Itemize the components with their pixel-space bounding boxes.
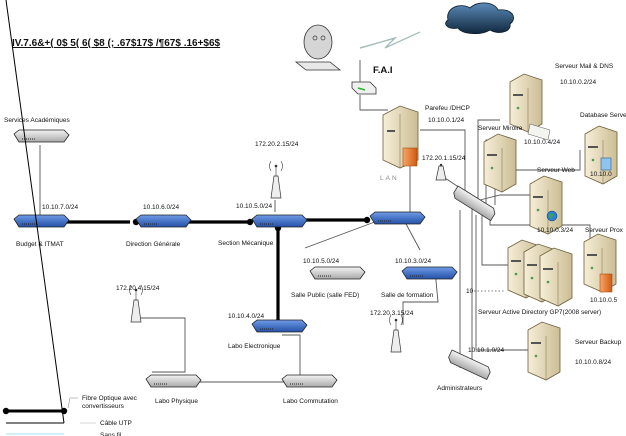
switch-name-commutation: Labo Commutation [283,398,338,405]
switch-physique[interactable] [145,374,202,388]
wifi-ap-ap-physique[interactable] [129,284,143,323]
wifi-signal-icon [134,288,138,292]
legend: Fibre Optique avec convertisseurs Câble … [2,0,138,436]
switch-ip-direction: 10.10.6.0/24 [143,204,180,211]
modem-icon [351,81,377,95]
internet-cloud-icon [445,2,514,34]
server-ip-mirror: 10.10.0.4/24 [524,139,561,146]
wifi-ap-ip: 172.20.2.15/24 [255,141,299,148]
server-ip-mail: 10.10.0.2/24 [560,79,597,86]
server-name-mirror: Serveur Miroire [478,125,523,132]
switch-ip-salle-public: 10.10.5.0/24 [303,258,340,265]
ad-server-unit[interactable] [539,247,573,307]
switch-budget[interactable] [13,214,70,228]
switch-lan-core[interactable] [369,211,426,225]
admin-switch[interactable] [447,349,492,381]
server-name-mail: Serveur Mail & DNS [555,63,614,70]
switch-mecanique[interactable] [251,214,308,228]
switch-name-physique: Labo Physique [155,398,198,405]
database-icon [600,157,612,171]
switch-ip-formation: 10.10.3.0/24 [395,258,432,265]
switch-name-direction: Direction Générale [126,241,181,248]
switch-name-formation: Salle de formation [381,292,434,299]
switch-ip-electronique: 10.10.4.0/24 [228,313,265,320]
legend-wifi: Sans fil [100,432,122,436]
server-proxy[interactable] [583,233,617,293]
switch-ip-mecanique: 10.10.5.0/24 [236,203,273,210]
server-ip-web: 10.10.0.3/24 [537,227,574,234]
mail-icon [527,123,551,141]
switch-name-electronique: Labo Electronique [228,343,281,350]
wifi-ap-ap-mecanique[interactable] [269,160,283,199]
wifi-ap-icon [435,163,447,181]
switch-commutation[interactable] [281,374,338,388]
firewall-ip: 10.10.0.1/24 [428,117,465,124]
server-database[interactable] [584,125,618,185]
wifi-ap-ip: 172.20.3.15/24 [370,310,414,317]
lan-label: LAN [380,175,399,182]
server-ip-database: 10.10.0 [590,171,612,178]
server-ip-ad: 10 [466,288,474,295]
server-ip-proxy: 10.10.0.5 [590,297,617,304]
legend-utp: Câble UTP [100,420,132,427]
server-name-web: Serveur Web [537,167,575,174]
server-backup[interactable] [527,321,561,381]
firewall-name: Parefeu /DHCP [425,105,470,112]
firewall-server[interactable] [382,105,419,169]
admin-switch-ip: 10.10.1.0/24 [468,347,505,354]
switch-salle-public[interactable] [309,266,366,280]
server-name-proxy: Serveur Prox [585,227,624,234]
server-mail[interactable] [509,73,551,141]
server-name-backup: Serveur Backup [575,339,622,346]
satellite-dish-icon [294,24,342,71]
wifi-signal-icon [274,164,278,168]
server-name-database: Database Serve [580,112,626,119]
admin-switch-name: Administrateurs [437,385,483,392]
wifi-ap-ap-formation[interactable] [389,314,403,353]
server-mirror[interactable] [483,133,517,193]
core-switch[interactable] [452,185,497,222]
switch-name-salle-public: Salle Public (salle FED) [291,292,359,299]
server-web[interactable] [529,175,563,235]
server-ip-backup: 10.10.0.8/24 [575,359,612,366]
switch-direction[interactable] [135,214,192,228]
switch-ip-budget: 10.10.7.0/24 [42,204,79,211]
switch-academiques[interactable] [13,129,70,143]
core-wifi-ip: 172.20.1.15/24 [422,155,466,162]
legend-fibre-line2: convertisseurs [82,403,125,410]
firewall-icon [402,147,418,167]
fai-label: F.A.I [373,65,393,76]
page-title: IV.7.6&+( 0$ 5( 6( $8 (; .67$17$ /¶67$ .… [12,38,221,49]
switch-name-mecanique: Section Mécanique [218,240,274,247]
wifi-signal-icon [394,318,398,322]
wifi-ap-ip: 172.20.4.15/24 [116,285,160,292]
legend-fibre-line1: Fibre Optique avec [82,395,138,402]
switch-formation[interactable] [401,266,458,280]
server-name-ad: Serveur Active Directory GP7(2008 server… [478,309,601,316]
firewall-icon [599,273,613,293]
switch-name-academiques: Services Académiques [4,117,71,124]
switch-electronique[interactable] [251,319,308,333]
